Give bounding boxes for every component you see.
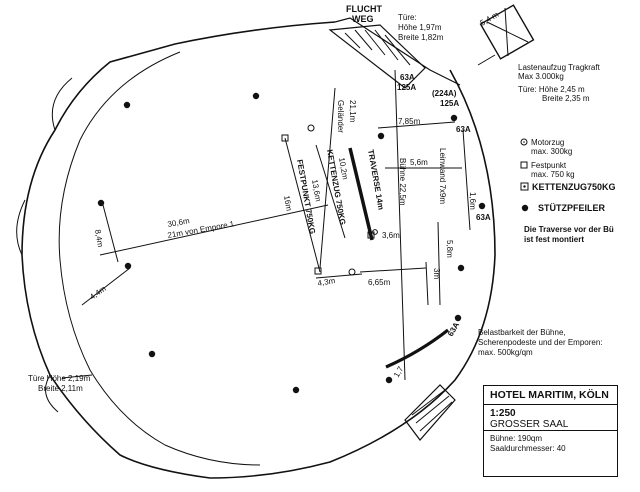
fluchtweg-line2: WEG xyxy=(352,14,374,24)
title-box-scale: 1:250 xyxy=(490,408,516,419)
festpunkt-legend-icon xyxy=(520,161,528,169)
dim-gelander: Geländer xyxy=(336,100,345,133)
hall-outer-wall xyxy=(21,21,496,479)
motorzug-marker-mid xyxy=(372,229,378,235)
festpunkt-marker-bottom xyxy=(314,267,322,275)
dim-21-1: 21,1m xyxy=(348,100,357,123)
dim-7-85: 7,85m xyxy=(398,117,421,126)
festpunkt-marker-top xyxy=(281,134,289,142)
tuer-left-line2: Breite 2,11m xyxy=(38,384,83,393)
stage-edge-line xyxy=(394,69,406,381)
stair-bottom xyxy=(404,384,456,441)
dim-1-6: 1,6m xyxy=(468,192,477,210)
kettenzug-marker xyxy=(367,231,375,239)
pillar xyxy=(478,202,486,210)
wall-alcove-left xyxy=(16,199,26,256)
leinwand-screen xyxy=(462,129,471,231)
title-box-hotel: HOTEL MARITIM, KÖLN xyxy=(484,386,617,405)
hall-inner-wall xyxy=(58,51,261,466)
lastenaufzug-tuer-line2: Breite 2,35 m xyxy=(542,94,590,103)
dim-5-8: 5,8m xyxy=(445,240,454,258)
legend-festpunkt-line1: Festpunkt xyxy=(531,161,567,170)
pillar xyxy=(123,101,131,109)
motorzug-marker-top xyxy=(307,124,315,132)
stage-front-bar xyxy=(385,328,449,369)
pillar xyxy=(124,262,132,270)
pillar xyxy=(148,350,156,358)
title-box-buehne: Bühne: 190qm xyxy=(490,434,543,443)
fluchtweg-line1: FLUCHT xyxy=(346,4,382,14)
dim-traverse: TRAVERSE 14m xyxy=(366,149,385,211)
point-125a-top: 125A xyxy=(397,83,416,92)
dim-4-4: 4,4m xyxy=(88,284,108,302)
lastenaufzug-line1: Lastenaufzug Tragkraft xyxy=(518,63,601,72)
lastenaufzug-box xyxy=(479,4,535,60)
legend-motorzug-line2: max. 300kg xyxy=(531,147,572,156)
pillar xyxy=(97,199,105,207)
point-63a-right: 63A xyxy=(476,213,491,222)
pillar xyxy=(292,386,300,394)
title-box-durchmesser: Saaldurchmesser: 40 xyxy=(490,444,566,453)
legend-festpunkt-line2: max. 750 kg xyxy=(531,170,575,179)
dim-16m: 16m xyxy=(282,195,294,212)
tuer-left-line1: Türe Höhe 2,19m xyxy=(28,374,91,383)
dim-1-7: 1,7 xyxy=(392,364,406,379)
legend-motorzug-line1: Motorzug xyxy=(531,138,564,147)
pillar xyxy=(385,376,393,384)
pillar xyxy=(454,314,462,322)
stuetzpfeiler-legend-icon xyxy=(521,204,529,212)
dim-5-6: 5,6m xyxy=(410,158,428,167)
title-box: HOTEL MARITIM, KÖLN 1:250 GROSSER SAAL B… xyxy=(483,385,618,477)
tuer-top-line3: Breite 1,82m xyxy=(398,33,444,42)
point-224a: (224A) xyxy=(432,89,457,98)
dim-buhne: Bühne 22,5m xyxy=(398,158,407,206)
lastenaufzug-line2: Max 3.000kg xyxy=(518,72,564,81)
belastbarkeit-line1: Belastbarkeit der Bühne, xyxy=(478,328,566,337)
lastenaufzug-tuer-line1: Türe: Höhe 2,45 m xyxy=(518,85,585,94)
title-box-name: GROSSER SAAL xyxy=(490,419,569,430)
dim-30-6: 30,6m xyxy=(167,216,191,229)
dim-13-6: 13,6m xyxy=(310,179,323,203)
dim-6-65: 6,65m xyxy=(368,278,391,287)
traverse-bar xyxy=(348,147,374,241)
pillar xyxy=(377,132,385,140)
traverse-note-line2: ist fest montiert xyxy=(524,235,584,244)
point-63a-mid: 63A xyxy=(456,125,471,134)
belastbarkeit-line3: max. 500kg/qm xyxy=(478,348,533,357)
tuer-top-line1: Türe: xyxy=(398,13,417,22)
pillar xyxy=(457,264,465,272)
dim-3-6: 3,6m xyxy=(382,231,400,240)
wall-alcove-top xyxy=(51,77,73,131)
dim-8-4: 8,4m xyxy=(93,229,105,248)
stair-top xyxy=(328,24,426,89)
legend-kettenzug: KETTENZUG750KG xyxy=(532,182,616,192)
dim-3m: 3m xyxy=(432,268,441,279)
pillar xyxy=(252,92,260,100)
lastenaufzug-size: 5,4 m xyxy=(479,10,501,28)
kettenzug-legend-icon xyxy=(520,182,529,191)
traverse-note-line1: Die Traverse vor der Bü xyxy=(524,225,614,234)
belastbarkeit-line2: Scherenpodeste und der Emporen: xyxy=(478,338,603,347)
wall-alcove-bottom xyxy=(45,374,59,413)
dim-line-30-6 xyxy=(99,204,329,256)
dim-leinwand: Leinwand 7x9m xyxy=(438,148,447,204)
flucht-corridor xyxy=(334,17,461,86)
motorzug-marker-bottom xyxy=(348,268,356,276)
point-63a-bottom: 63A xyxy=(446,321,461,338)
dim-10-2: 10,2m xyxy=(337,157,350,181)
dim-4-3: 4,3m xyxy=(317,276,336,288)
pillar xyxy=(450,114,458,122)
point-125a-mid: 125A xyxy=(440,99,459,108)
tuer-top-line2: Höhe 1,97m xyxy=(398,23,442,32)
motorzug-legend-icon xyxy=(520,138,528,146)
legend-stuetzpfeiler: STÜTZPFEILER xyxy=(538,203,605,213)
point-63a-top: 63A xyxy=(400,73,415,82)
